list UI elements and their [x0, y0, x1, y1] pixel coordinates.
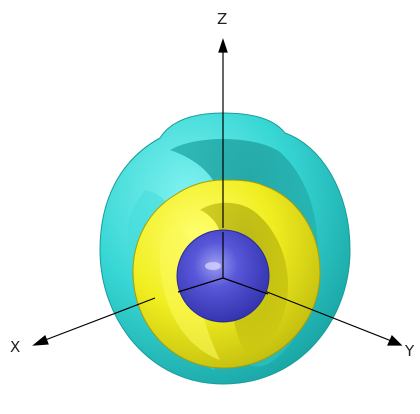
core-highlight	[205, 262, 221, 270]
x-axis-label: X	[10, 338, 20, 356]
z-axis-label: Z	[217, 10, 227, 28]
y-axis-label: Y	[404, 342, 415, 360]
z-axis-arrow	[218, 38, 228, 53]
y-axis-front-segment	[222, 277, 269, 295]
axes	[32, 38, 403, 346]
x-axis-arrow	[32, 335, 49, 346]
y-axis-arrow	[387, 334, 403, 346]
x-axis-line	[39, 297, 156, 343]
y-axis-line	[261, 289, 395, 343]
x-axis-front-segment	[177, 277, 224, 293]
